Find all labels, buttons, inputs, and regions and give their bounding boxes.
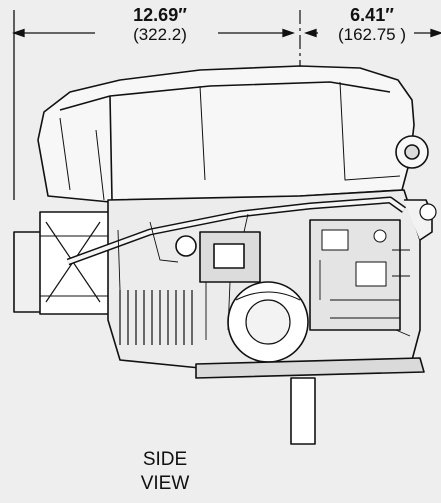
left-dimension-inches: 12.69″ <box>133 5 187 25</box>
view-label-line2: VIEW <box>140 472 190 494</box>
left-dimension-label: 12.69″ (322.2) <box>100 5 220 44</box>
dimension-lines <box>12 10 441 200</box>
view-label: SIDE VIEW <box>110 448 220 496</box>
view-label-line1: SIDE <box>142 449 188 470</box>
left-dimension-mm: (322.2) <box>133 24 187 44</box>
detail-strokes <box>117 213 411 340</box>
right-dimension-inches: 6.41″ <box>350 5 394 25</box>
engine-body <box>13 65 437 445</box>
right-dimension-label: 6.41″ (162.75 ) <box>322 5 422 44</box>
right-dimension-mm: (162.75 ) <box>337 24 407 44</box>
